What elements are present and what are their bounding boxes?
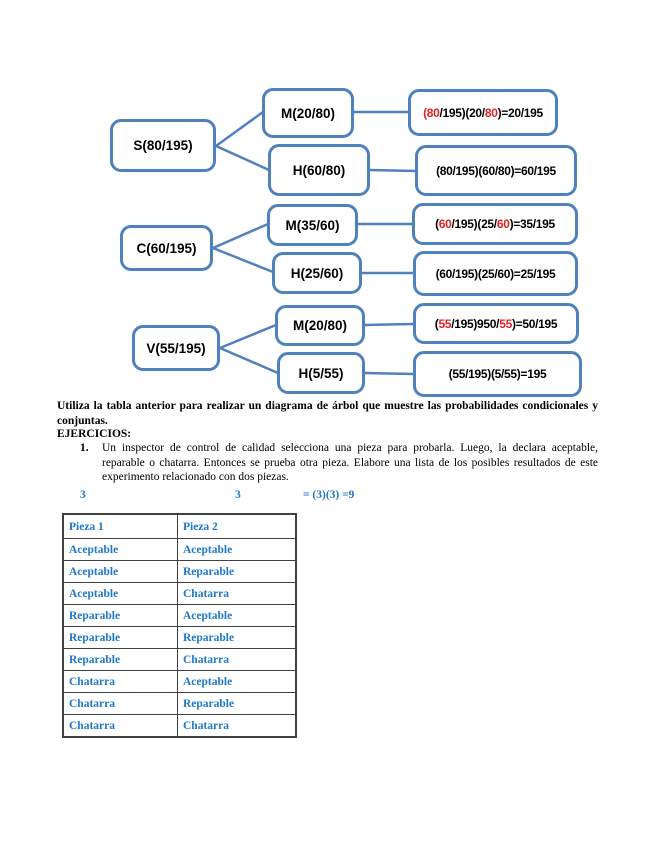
tree-node-s: S(80/195) [110, 119, 216, 172]
table-row: Aceptable Reparable [62, 560, 297, 583]
tree-result-c-h: (60/195)(25/60)=25/195 [413, 251, 578, 296]
tree-node-s-m: M(20/80) [262, 88, 354, 138]
exercise-item-number: 1. [80, 442, 89, 454]
table-cell: Chatarra [177, 582, 297, 605]
tree-node-c: C(60/195) [120, 225, 213, 271]
exercise-item: 1. Un inspector de control de calidad se… [80, 441, 598, 485]
table-cell: Chatarra [62, 714, 178, 738]
table-cell: Chatarra [62, 692, 178, 715]
count-formula: = (3)(3) =9 [303, 489, 355, 501]
count-middle: 3 [235, 489, 241, 501]
table-row: Reparable Chatarra [62, 648, 297, 671]
table-cell: Reparable [62, 626, 178, 649]
table-cell: Reparable [177, 626, 297, 649]
tree-result-c-m: (60/195)(25/60)=35/195 [412, 203, 578, 245]
table-cell: Chatarra [177, 648, 297, 671]
table-cell: Reparable [62, 604, 178, 627]
table-row: Chatarra Aceptable [62, 670, 297, 693]
tree-node-s-h: H(60/80) [268, 144, 370, 196]
table-cell: Chatarra [177, 714, 297, 738]
table-cell: Aceptable [62, 538, 178, 561]
table-cell: Aceptable [62, 560, 178, 583]
tree-node-v-h: H(5/55) [277, 352, 365, 394]
table-row: Chatarra Reparable [62, 692, 297, 715]
tree-node-c-h: H(25/60) [272, 252, 362, 294]
table-cell: Reparable [177, 692, 297, 715]
tree-result-s-h: (80/195)(60/80)=60/195 [415, 145, 577, 196]
tree-node-v: V(55/195) [132, 325, 220, 371]
exercises-heading: EJERCICIOS: [57, 428, 132, 440]
table-row: Aceptable Aceptable [62, 538, 297, 561]
table-row: Reparable Reparable [62, 626, 297, 649]
table-cell: Reparable [177, 560, 297, 583]
tree-connector-lines [211, 110, 418, 376]
exercise-item-text: Un inspector de control de calidad selec… [102, 442, 598, 483]
table-row: Reparable Aceptable [62, 604, 297, 627]
tree-result-v-h: (55/195)(5/55)=195 [413, 351, 582, 397]
table-header-pieza1: Pieza 1 [62, 513, 178, 539]
table-cell: Chatarra [62, 670, 178, 693]
table-row: Aceptable Chatarra [62, 582, 297, 605]
table-cell: Aceptable [177, 604, 297, 627]
results-table: Pieza 1 Pieza 2 Aceptable Aceptable Acep… [62, 513, 297, 738]
table-header-pieza2: Pieza 2 [177, 513, 297, 539]
table-header-row: Pieza 1 Pieza 2 [62, 513, 297, 539]
table-row: Chatarra Chatarra [62, 714, 297, 738]
instruction-paragraph: Utiliza la tabla anterior para realizar … [57, 400, 598, 427]
table-cell: Reparable [62, 648, 178, 671]
count-left: 3 [80, 489, 86, 501]
table-cell: Aceptable [62, 582, 178, 605]
table-cell: Aceptable [177, 670, 297, 693]
tree-node-c-m: M(35/60) [267, 204, 358, 246]
tree-node-v-m: M(20/80) [275, 305, 365, 346]
tree-result-s-m: (80/195)(20/80)=20/195 [408, 89, 558, 136]
table-cell: Aceptable [177, 538, 297, 561]
tree-result-v-m: (55/195)950/55)=50/195 [413, 303, 579, 344]
